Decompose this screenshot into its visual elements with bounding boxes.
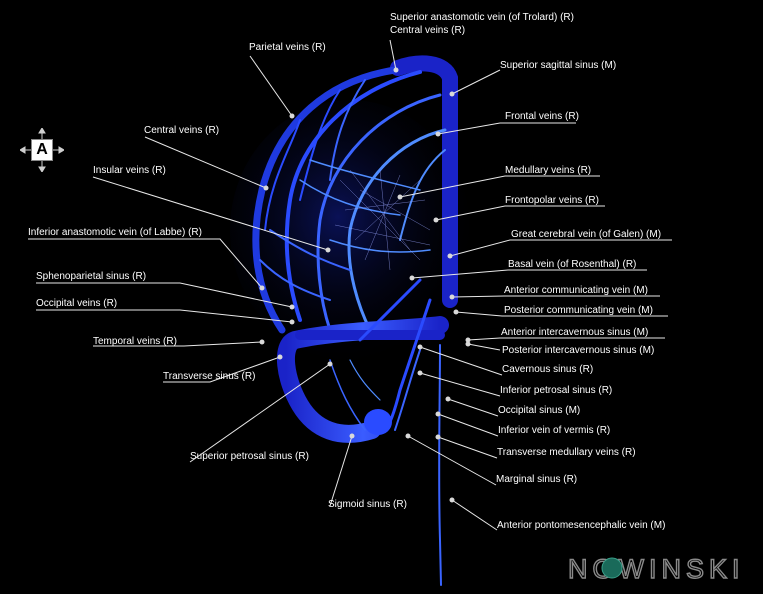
label-occipital-veins: Occipital veins (R) <box>36 298 117 309</box>
label-cavernous-sinus: Cavernous sinus (R) <box>502 364 593 375</box>
nowinski-logo: NOWINSKI <box>567 553 745 584</box>
label-marginal-sinus: Marginal sinus (R) <box>496 474 577 485</box>
cerebral-venous-system <box>230 55 470 586</box>
orientation-label: A <box>31 139 53 161</box>
label-posterior-communicating-vein: Posterior communicating vein (M) <box>504 305 653 316</box>
leader-lines <box>28 39 672 531</box>
right-labels: Superior anastomotic vein (of Trolard) (… <box>390 12 665 531</box>
label-anterior-communicating-vein: Anterior communicating vein (M) <box>504 285 648 296</box>
label-superior-petrosal-sinus: Superior petrosal sinus (R) <box>190 451 309 462</box>
label-anterior-intercavernous-sinus: Anterior intercavernous sinus (M) <box>501 327 648 338</box>
label-central-veins-left: Central veins (R) <box>144 125 219 136</box>
label-inferior-petrosal-sinus: Inferior petrosal sinus (R) <box>500 385 612 396</box>
label-central-veins-right: Central veins (R) <box>390 25 465 36</box>
left-labels: Parietal veins (R) Central veins (R) Ins… <box>28 42 407 510</box>
label-parietal-veins: Parietal veins (R) <box>249 42 326 53</box>
label-basal-vein: Basal vein (of Rosenthal) (R) <box>508 259 636 270</box>
label-inferior-vein-of-vermis: Inferior vein of vermis (R) <box>498 425 610 436</box>
orientation-marker[interactable]: A <box>20 128 64 172</box>
label-posterior-intercavernous-sinus: Posterior intercavernous sinus (M) <box>502 345 654 356</box>
label-sphenoparietal-sinus: Sphenoparietal sinus (R) <box>36 271 146 282</box>
label-superior-anastomotic-vein: Superior anastomotic vein (of Trolard) (… <box>390 12 574 23</box>
label-great-cerebral-vein: Great cerebral vein (of Galen) (M) <box>511 229 661 240</box>
svg-text:NOWINSKI: NOWINSKI <box>568 554 745 584</box>
label-frontal-veins: Frontal veins (R) <box>505 111 579 122</box>
label-frontopolar-veins: Frontopolar veins (R) <box>505 195 599 206</box>
label-pins <box>259 67 471 503</box>
label-medullary-veins: Medullary veins (R) <box>505 165 591 176</box>
label-inferior-anastomotic-vein: Inferior anastomotic vein (of Labbe) (R) <box>28 227 202 238</box>
label-anterior-pontomesencephalic-vein: Anterior pontomesencephalic vein (M) <box>497 520 665 531</box>
label-temporal-veins: Temporal veins (R) <box>93 336 177 347</box>
label-superior-sagittal-sinus: Superior sagittal sinus (M) <box>500 60 616 71</box>
label-insular-veins: Insular veins (R) <box>93 165 166 176</box>
label-transverse-medullary-veins: Transverse medullary veins (R) <box>497 447 636 458</box>
label-transverse-sinus: Transverse sinus (R) <box>163 371 255 382</box>
label-sigmoid-sinus: Sigmoid sinus (R) <box>328 499 407 510</box>
label-occipital-sinus: Occipital sinus (M) <box>498 405 580 416</box>
